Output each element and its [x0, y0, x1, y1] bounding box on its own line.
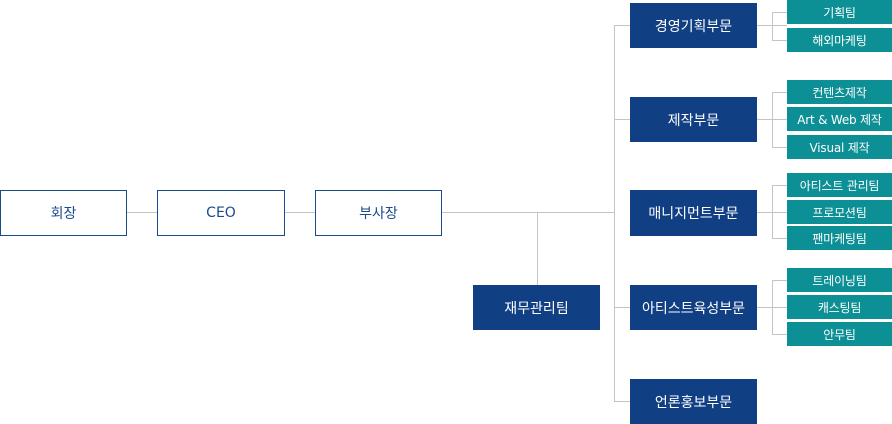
team-box: 컨텐츠제작 — [787, 80, 892, 104]
team-box: 기획팀 — [787, 0, 892, 24]
division-box-artist-development: 아티스트육성부문 — [630, 285, 757, 330]
connector-line — [614, 401, 630, 402]
connector-line — [772, 147, 787, 148]
connector-line — [772, 280, 787, 281]
chairman-box: 회장 — [0, 190, 127, 236]
connector-line — [772, 92, 773, 147]
team-box: Visual 제작 — [787, 135, 892, 159]
team-box: Art & Web 제작 — [787, 107, 892, 131]
connector-line — [442, 212, 614, 213]
connector-line — [772, 185, 787, 186]
connector-line — [772, 185, 773, 238]
connector-line — [772, 334, 787, 335]
team-box: 캐스팅팀 — [787, 295, 892, 319]
team-box: 트레이닝팀 — [787, 268, 892, 292]
connector-line — [772, 280, 773, 334]
connector-line — [614, 307, 630, 308]
team-box: 팬마케팅팀 — [787, 226, 892, 250]
connector-line — [537, 212, 538, 285]
division-box-management: 매니지먼트부문 — [630, 190, 757, 236]
division-box-planning: 경영기획부문 — [630, 3, 757, 48]
division-box-press-relations: 언론홍보부문 — [630, 379, 757, 424]
vice-president-box: 부사장 — [315, 190, 442, 236]
connector-line — [772, 238, 787, 239]
team-box: 아티스트 관리팀 — [787, 173, 892, 197]
ceo-box: CEO — [157, 190, 285, 236]
connector-line — [772, 92, 787, 93]
connector-line — [614, 25, 630, 26]
connector-line — [614, 119, 630, 120]
connector-line — [614, 25, 615, 401]
connector-line — [772, 40, 787, 41]
team-box: 프로모션팀 — [787, 200, 892, 224]
finance-team-box: 재무관리팀 — [473, 285, 600, 330]
connector-line — [772, 12, 773, 40]
team-box: 안무팀 — [787, 322, 892, 346]
team-box: 해외마케팅 — [787, 28, 892, 52]
connector-line — [772, 12, 787, 13]
division-box-production: 제작부문 — [630, 97, 757, 142]
